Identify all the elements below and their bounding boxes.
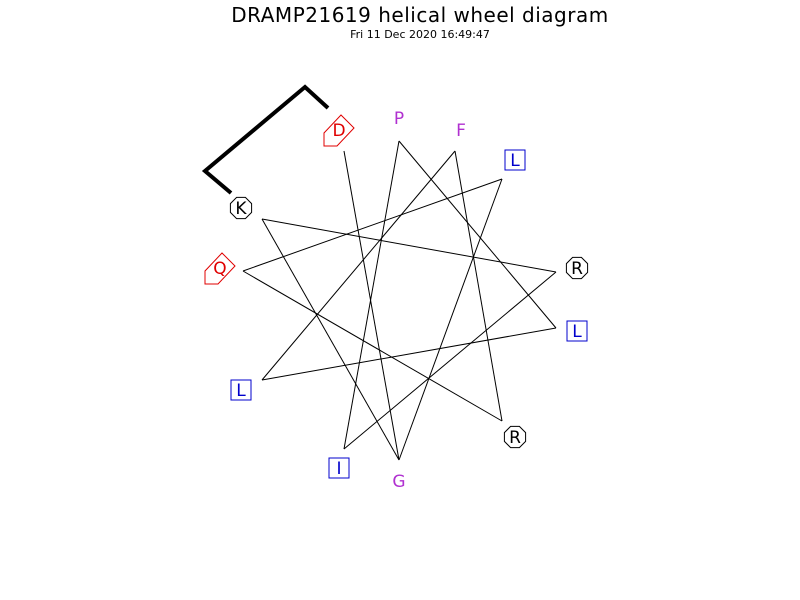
- hydrophobic-square-icon: [566, 320, 588, 342]
- diagram-title: DRAMP21619 helical wheel diagram: [231, 3, 609, 27]
- wheel-line: [343, 271, 557, 450]
- charged-octagon-icon: [503, 425, 527, 449]
- residue-letter: R: [509, 428, 521, 448]
- wheel-line: [343, 150, 400, 461]
- hydrophobic-square-icon: [230, 379, 252, 401]
- wheel-line: [261, 218, 557, 273]
- wheel-line: [261, 327, 557, 381]
- residue-2: P: [394, 109, 404, 129]
- wheel-line: [343, 140, 400, 450]
- residue-7: R: [503, 425, 527, 449]
- residue-letter: Q: [213, 259, 226, 279]
- residue-letter: P: [394, 109, 404, 129]
- residue-letter: D: [332, 121, 345, 141]
- wheel-line: [261, 150, 456, 381]
- acidic-pentagon-icon: [323, 114, 355, 147]
- residue-3: F: [456, 121, 466, 141]
- wheel-connections: [242, 140, 557, 461]
- n-terminus-bracket: [201, 84, 330, 195]
- residue-5: R: [565, 256, 589, 280]
- wheel-line: [261, 218, 400, 461]
- acidic-pentagon-icon: [204, 252, 236, 285]
- residue-6: L: [566, 320, 588, 342]
- hydrophobic-square-icon: [328, 457, 350, 479]
- residue-letter: L: [510, 151, 520, 171]
- residue-11: Q: [204, 252, 236, 285]
- residue-1: D: [323, 114, 355, 147]
- wheel-line: [398, 178, 503, 461]
- residue-letter: I: [336, 459, 341, 479]
- residue-labels: D P F L R L R G I L Q K: [204, 109, 589, 492]
- diagram-timestamp: Fri 11 Dec 2020 16:49:47: [350, 28, 490, 41]
- charged-octagon-icon: [229, 196, 253, 220]
- residue-letter: K: [235, 199, 247, 219]
- residue-letter: L: [572, 322, 582, 342]
- residue-12: K: [229, 196, 253, 220]
- wheel-line: [242, 178, 503, 272]
- wheel-line: [454, 150, 503, 422]
- residue-letter: F: [456, 121, 466, 141]
- residue-10: L: [230, 379, 252, 401]
- residue-9: I: [328, 457, 350, 479]
- residue-letter: R: [571, 259, 583, 279]
- residue-4: L: [504, 149, 526, 171]
- hydrophobic-square-icon: [504, 149, 526, 171]
- wheel-line: [398, 140, 557, 329]
- wheel-line: [242, 270, 503, 422]
- residue-8: G: [392, 472, 405, 492]
- residue-letter: G: [392, 472, 405, 492]
- residue-letter: L: [236, 381, 246, 401]
- charged-octagon-icon: [565, 256, 589, 280]
